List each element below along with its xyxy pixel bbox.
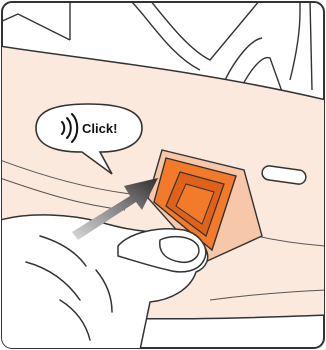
click-label: Click! <box>82 121 117 136</box>
